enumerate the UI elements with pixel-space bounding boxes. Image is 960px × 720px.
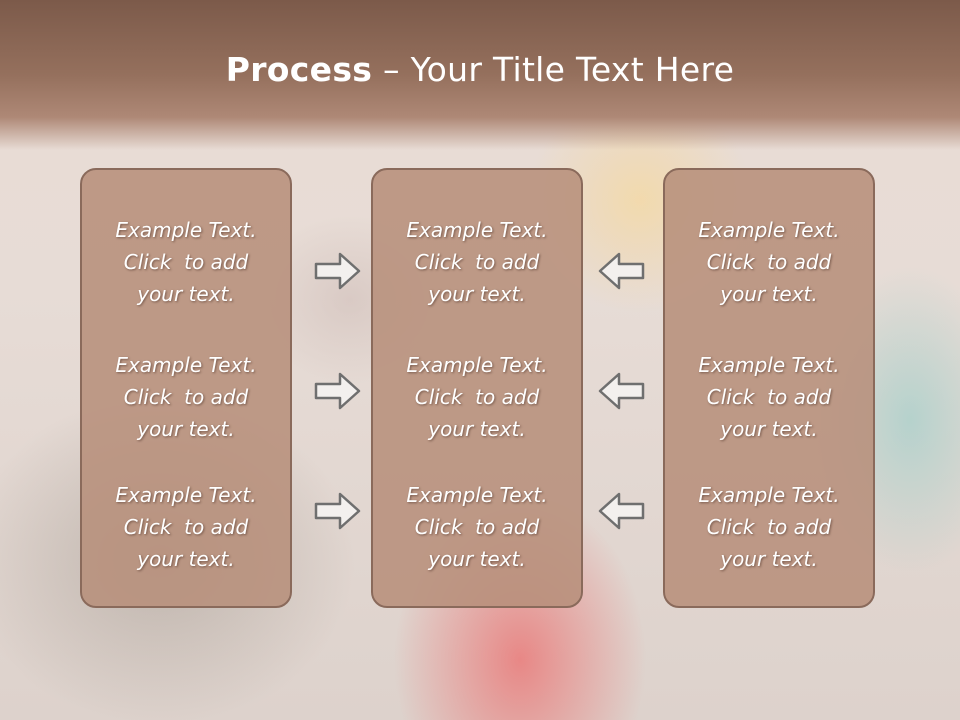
panel-left-item-2[interactable]: Example Text. Click to add your text. xyxy=(82,349,290,445)
text-line: your text. xyxy=(137,547,235,571)
title-band xyxy=(0,0,960,150)
panel-left-item-1[interactable]: Example Text. Click to add your text. xyxy=(82,214,290,310)
text-line: Example Text. xyxy=(115,353,257,377)
arrow-left-icon xyxy=(598,492,645,530)
arrow-right-icon xyxy=(314,252,361,290)
panel-middle-item-2[interactable]: Example Text. Click to add your text. xyxy=(373,349,581,445)
text-line: your text. xyxy=(428,282,526,306)
text-line: your text. xyxy=(428,547,526,571)
text-line: Click to add xyxy=(123,515,249,539)
text-line: Click to add xyxy=(123,385,249,409)
panel-right[interactable]: Example Text. Click to add your text. Exam… xyxy=(663,168,875,608)
text-line: your text. xyxy=(428,417,526,441)
text-line: your text. xyxy=(720,282,818,306)
panel-left[interactable]: Example Text. Click to add your text. Exam… xyxy=(80,168,292,608)
text-line: your text. xyxy=(720,417,818,441)
text-line: Example Text. xyxy=(698,218,840,242)
text-line: Click to add xyxy=(414,250,540,274)
text-line: Click to add xyxy=(706,385,832,409)
panel-middle-item-1[interactable]: Example Text. Click to add your text. xyxy=(373,214,581,310)
text-line: Example Text. xyxy=(698,483,840,507)
text-line: your text. xyxy=(137,417,235,441)
panel-right-item-2[interactable]: Example Text. Click to add your text. xyxy=(665,349,873,445)
panel-right-item-3[interactable]: Example Text. Click to add your text. xyxy=(665,479,873,575)
panel-middle[interactable]: Example Text. Click to add your text. Exam… xyxy=(371,168,583,608)
arrow-right-icon xyxy=(314,372,361,410)
text-line: Example Text. xyxy=(115,483,257,507)
text-line: Example Text. xyxy=(406,353,548,377)
text-line: Click to add xyxy=(706,250,832,274)
text-line: your text. xyxy=(720,547,818,571)
text-line: Click to add xyxy=(123,250,249,274)
panel-middle-item-3[interactable]: Example Text. Click to add your text. xyxy=(373,479,581,575)
arrow-right-icon xyxy=(314,492,361,530)
text-line: Example Text. xyxy=(406,218,548,242)
text-line: your text. xyxy=(137,282,235,306)
text-line: Example Text. xyxy=(115,218,257,242)
title-bold: Process xyxy=(225,50,373,89)
title-rest: – Your Title Text Here xyxy=(372,50,735,89)
text-line: Click to add xyxy=(706,515,832,539)
arrow-left-icon xyxy=(598,252,645,290)
panel-right-item-1[interactable]: Example Text. Click to add your text. xyxy=(665,214,873,310)
text-line: Click to add xyxy=(414,385,540,409)
text-line: Click to add xyxy=(414,515,540,539)
panel-left-item-3[interactable]: Example Text. Click to add your text. xyxy=(82,479,290,575)
arrow-left-icon xyxy=(598,372,645,410)
text-line: Example Text. xyxy=(406,483,548,507)
text-line: Example Text. xyxy=(698,353,840,377)
slide-title[interactable]: Process – Your Title Text Here xyxy=(0,50,960,89)
